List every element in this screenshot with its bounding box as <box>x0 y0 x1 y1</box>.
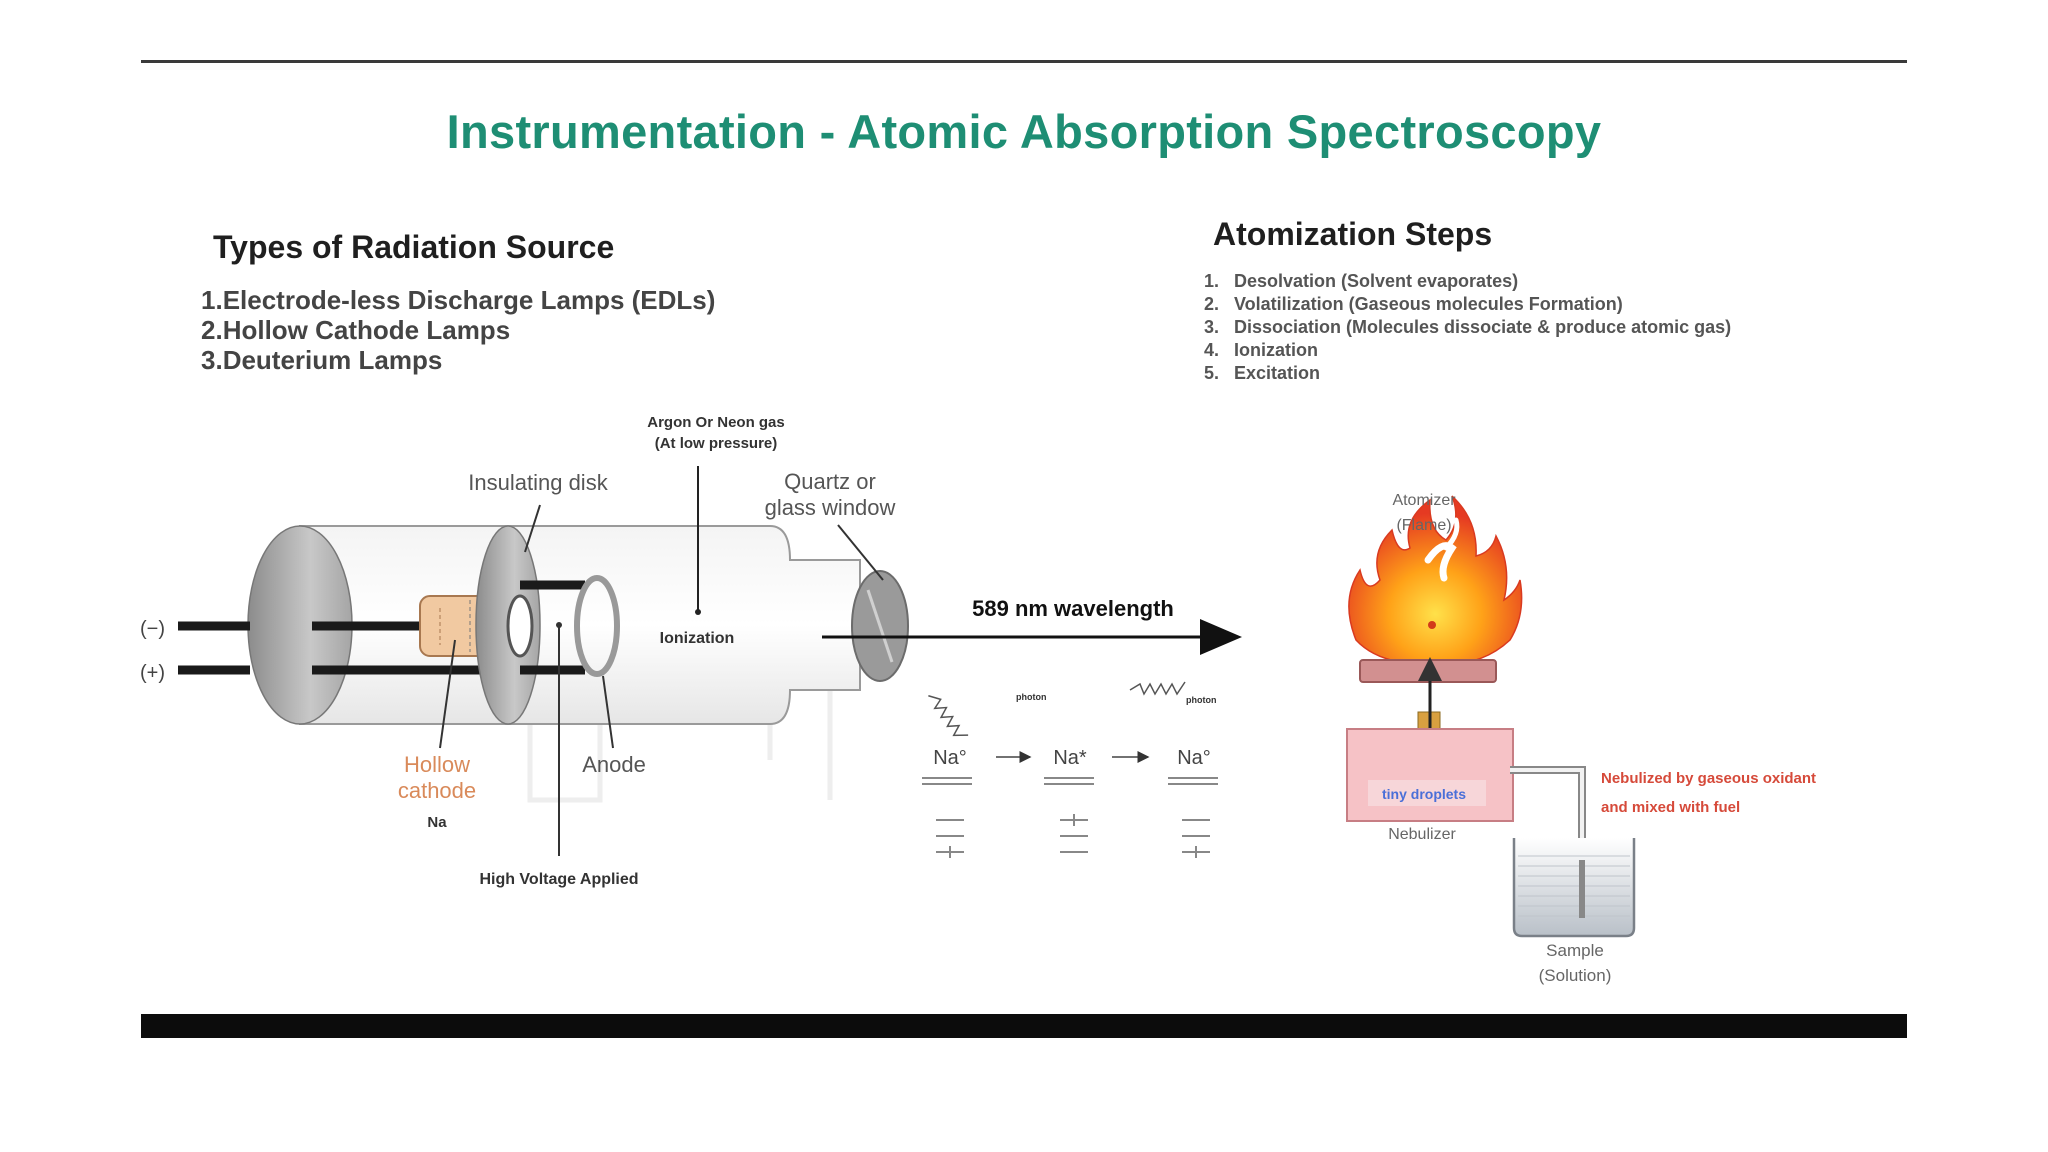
na-label: Na <box>427 814 447 831</box>
atom-ground: Na° <box>1177 747 1211 769</box>
list-item: 1. Desolvation (Solvent evaporates) <box>1204 270 1731 293</box>
sources-list: 1.Electrode-less Discharge Lamps (EDLs) … <box>201 285 715 375</box>
atomizer-sublabel: (Flame) <box>1396 517 1451 534</box>
photon-wave <box>928 695 969 737</box>
item-number: 2. <box>1204 294 1220 314</box>
minus-terminal: (−) <box>140 618 165 640</box>
high-voltage-label: High Voltage Applied <box>479 871 638 888</box>
item-text: Desolvation (Solvent evaporates) <box>1234 271 1519 291</box>
list-item: 3.Deuterium Lamps <box>201 345 715 375</box>
window-sublabel: glass window <box>765 495 896 520</box>
sample-label: Sample <box>1546 941 1604 960</box>
flame-icon <box>1348 495 1523 666</box>
anode-label: Anode <box>582 752 646 777</box>
energy-transitions: photon photon Na° Na* Na° <box>922 681 1218 858</box>
cathode-pointer <box>439 639 456 749</box>
list-item: 4. Ionization <box>1204 339 1731 362</box>
sample-beaker <box>1512 838 1636 938</box>
flame-highlight <box>1424 542 1457 582</box>
item-text: Electrode-less Discharge Lamps (EDLs) <box>222 285 716 315</box>
plus-terminal: (+) <box>140 662 165 684</box>
item-text: Deuterium Lamps <box>222 345 443 375</box>
item-text: Dissociation (Molecules dissociate & pro… <box>1234 317 1732 337</box>
gas-label: Argon Or Neon gas <box>647 414 785 431</box>
hollow-cathode-sublabel: cathode <box>398 778 476 803</box>
nebulization-note: Nebulized by gaseous oxidant <box>1601 770 1816 787</box>
anode-pointer <box>602 675 614 749</box>
burner-head <box>1359 659 1497 683</box>
item-number: 5. <box>1204 363 1220 383</box>
flame-atomizer <box>1346 495 1636 938</box>
list-item: 2.Hollow Cathode Lamps <box>201 315 715 345</box>
photon-label: photon <box>1016 692 1047 702</box>
sources-heading: Types of Radiation Source <box>213 229 615 265</box>
atom-excited: Na* <box>1053 747 1087 769</box>
list-item: 3. Dissociation (Molecules dissociate & p… <box>1204 316 1731 339</box>
item-number: 2. <box>201 315 223 345</box>
slide-title: Instrumentation - Atomic Absorption Spec… <box>446 105 1602 158</box>
hollow-cathode-label: Hollow <box>404 752 470 777</box>
atomization-steps: 1. Desolvation (Solvent evaporates) 2. Vol… <box>1204 270 1731 385</box>
list-item: 1.Electrode-less Discharge Lamps (EDLs) <box>201 285 715 315</box>
wavelength-label: 589 nm wavelength <box>972 596 1174 621</box>
nebulizer-label: Nebulizer <box>1388 826 1456 843</box>
cathode-opening <box>506 594 534 658</box>
list-item: 2. Volatilization (Gaseous molecules Form… <box>1204 293 1731 316</box>
item-text: Volatilization (Gaseous molecules Format… <box>1234 294 1623 314</box>
insulating-disk-label: Insulating disk <box>468 470 608 495</box>
droplet-band <box>1368 780 1486 806</box>
atomizer-label: Atomizer <box>1392 492 1456 509</box>
photon-wave <box>1129 681 1186 696</box>
flame-highlight <box>1443 517 1460 551</box>
window-label: Quartz or <box>784 469 876 494</box>
window-shine <box>866 589 894 663</box>
item-text: Excitation <box>1234 363 1321 383</box>
item-text: Hollow Cathode Lamps <box>222 315 511 345</box>
hollow-cathode-lamp <box>178 466 1242 856</box>
flame-center <box>1428 621 1436 629</box>
item-number: 4. <box>1204 340 1220 360</box>
item-text: Ionization <box>1234 340 1318 360</box>
nebulization-note-2: and mixed with fuel <box>1601 799 1740 816</box>
list-item: 5. Excitation <box>1204 362 1731 385</box>
ionization-label: Ionization <box>660 630 735 647</box>
atom-ground: Na° <box>933 747 967 769</box>
atomization-heading: Atomization Steps <box>1213 216 1493 252</box>
item-number: 3. <box>1204 317 1220 337</box>
top-divider <box>141 60 1907 63</box>
energy-levels <box>922 777 1218 853</box>
capillary-tube-inner <box>1510 768 1584 860</box>
item-number: 1. <box>1204 271 1220 291</box>
sample-sublabel: (Solution) <box>1539 966 1612 985</box>
disk-pointer <box>524 504 541 553</box>
anode-ring <box>574 575 620 677</box>
photon-label: photon <box>1186 695 1217 705</box>
liquid-lines <box>1518 855 1630 917</box>
bottom-bar <box>141 1014 1907 1038</box>
item-number: 3. <box>201 345 223 375</box>
gas-sublabel: (At low pressure) <box>655 435 778 452</box>
item-number: 1. <box>201 285 223 315</box>
window-pointer <box>837 524 884 581</box>
nebulizer-box <box>1346 728 1514 822</box>
droplets-label: tiny droplets <box>1382 786 1466 802</box>
